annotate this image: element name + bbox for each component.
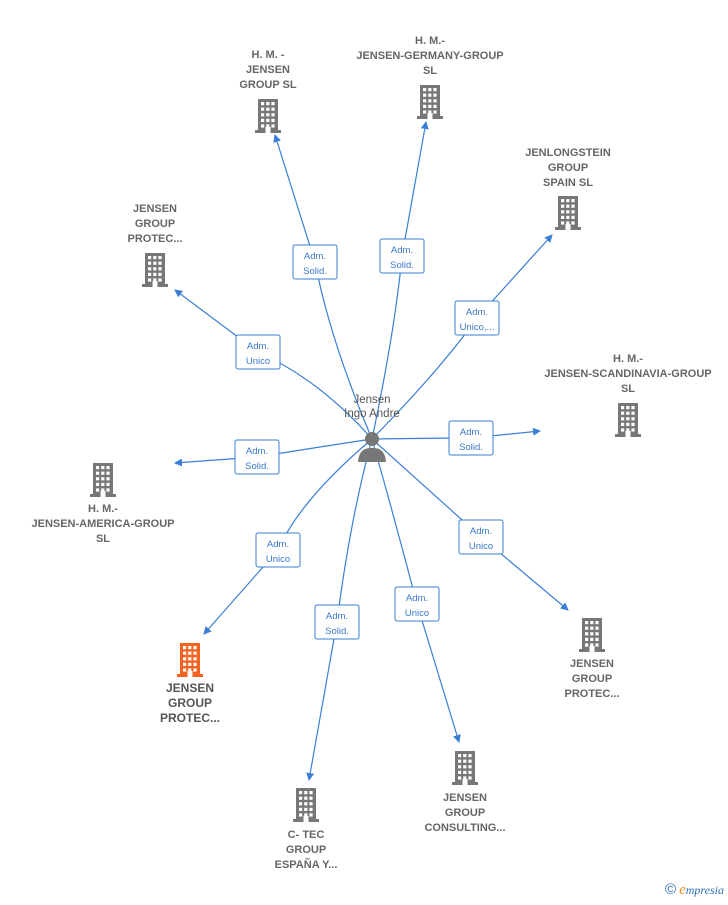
building-icon[interactable] <box>142 253 168 287</box>
company-name-line: JENSEN <box>443 792 487 804</box>
company-name-line: JENSEN <box>570 658 614 670</box>
company-name-line: SPAIN SL <box>543 177 593 189</box>
company-name-line: GROUP <box>286 844 326 856</box>
company-name-line: JENLONGSTEIN <box>525 147 611 159</box>
relation-role-text: Solid. <box>325 626 349 637</box>
copyright-icon: © <box>665 881 677 898</box>
relation-role-text: Unico <box>469 541 493 552</box>
company-name-line: SL <box>96 533 110 545</box>
relation-role-text: Unico,... <box>460 322 495 333</box>
company-node-hm-jensen-america[interactable]: H. M.- JENSEN-AMERICA-GROUP SL <box>31 463 175 545</box>
relation-role-text: Solid. <box>459 442 483 453</box>
company-name-line: JENSEN-SCANDINAVIA-GROUP <box>544 368 711 380</box>
company-node-jensen-group-protec-hl[interactable]: JENSENGROUPPROTEC... <box>160 643 220 725</box>
building-icon[interactable] <box>417 85 443 119</box>
person-icon <box>358 432 386 462</box>
company-name-line: GROUP <box>445 807 485 819</box>
relation-label-box[interactable]: Adm. Solid. <box>448 420 494 456</box>
relation-label-box[interactable]: Adm. Unico <box>255 532 301 568</box>
company-name-line: H. M. - <box>252 49 285 61</box>
company-name-line: JENSEN <box>166 681 214 695</box>
relation-role-text: Adm. <box>304 251 326 262</box>
relation-role-text: Unico <box>266 554 290 565</box>
company-node-jensen-group-protec-2[interactable]: JENSEN GROUP PROTEC... <box>564 618 620 700</box>
company-name-line: PROTEC... <box>160 711 220 725</box>
relation-role-text: Adm. <box>326 611 348 622</box>
building-icon[interactable] <box>555 196 581 230</box>
building-icon[interactable] <box>177 643 203 677</box>
building-icon[interactable] <box>255 99 281 133</box>
relation-role-text: Adm. <box>406 593 428 604</box>
company-name-line: H. M.- <box>613 353 643 365</box>
relation-label-box[interactable]: Adm. Unico <box>394 586 440 622</box>
relation-role-text: Solid. <box>390 260 414 271</box>
building-icon[interactable] <box>293 788 319 822</box>
building-icon[interactable] <box>579 618 605 652</box>
company-name-line: JENSEN-AMERICA-GROUP <box>31 518 174 530</box>
company-node-jensen-group-protec-1[interactable]: JENSEN GROUP PROTEC... <box>127 203 183 287</box>
relation-role-text: Adm. <box>466 307 488 318</box>
relation-role-text: Adm. <box>470 526 492 537</box>
relation-label-box[interactable]: Adm. Unico,... <box>454 300 500 336</box>
company-name-line: JENSEN <box>246 64 290 76</box>
relation-role-text: Adm. <box>246 446 268 457</box>
company-node-jensen-group-consulting[interactable]: JENSEN GROUP CONSULTING... <box>424 751 506 834</box>
person-name-line: Ingo Andre <box>344 408 400 420</box>
company-node-c-tec-group[interactable]: C- TEC GROUP ESPAÑA Y... <box>275 788 338 871</box>
building-icon[interactable] <box>90 463 116 497</box>
relation-role-text: Adm. <box>247 341 269 352</box>
company-name-line: GROUP <box>548 162 588 174</box>
company-name-line: SL <box>423 65 437 77</box>
company-node-hm-jensen-scandinavia[interactable]: H. M.- JENSEN-SCANDINAVIA-GROUP SL <box>544 353 712 437</box>
company-name-line: PROTEC... <box>564 688 619 700</box>
relation-edge <box>371 121 429 440</box>
relation-label-box[interactable]: Adm. Unico <box>235 334 281 370</box>
relation-role-text: Solid. <box>245 461 269 472</box>
company-node-hm-jensen-germany[interactable]: H. M.- JENSEN-GERMANY-GROUP SL <box>356 35 504 119</box>
relation-role-text: Adm. <box>460 427 482 438</box>
relation-label-box[interactable]: Adm. Unico <box>458 519 504 555</box>
company-name-line: CONSULTING... <box>424 822 505 834</box>
relation-role-text: Solid. <box>303 266 327 277</box>
relation-label-box[interactable]: Adm. Solid. <box>292 244 338 280</box>
relation-label-box[interactable]: Adm. Solid. <box>314 604 360 640</box>
company-name-line: H. M.- <box>88 503 118 515</box>
relation-role-text: Unico <box>246 356 270 367</box>
company-name-line: JENSEN <box>133 203 177 215</box>
company-name-line: C- TEC <box>288 829 325 841</box>
company-name-line: GROUP SL <box>239 79 297 91</box>
empresia-logo-text: mpresia <box>685 883 724 897</box>
company-name-line: ESPAÑA Y... <box>275 858 338 871</box>
company-name-line: GROUP <box>135 218 175 230</box>
empresia-footer: ©empresia <box>665 881 724 899</box>
company-node-hm-jensen-group[interactable]: H. M. - JENSEN GROUP SL <box>239 49 297 133</box>
relation-role-text: Adm. <box>391 245 413 256</box>
company-name-line: JENSEN-GERMANY-GROUP <box>356 50 503 62</box>
relation-role-text: Adm. <box>267 539 289 550</box>
relation-label-box[interactable]: Adm. Solid. <box>234 439 280 475</box>
building-icon[interactable] <box>452 751 478 785</box>
person-name-line: Jensen <box>353 394 390 406</box>
relation-role-text: Unico <box>405 608 429 619</box>
building-icon[interactable] <box>615 403 641 437</box>
company-name-line: PROTEC... <box>127 233 182 245</box>
company-name-line: SL <box>621 383 635 395</box>
company-node-jenlongstein[interactable]: JENLONGSTEIN GROUP SPAIN SL <box>525 147 611 230</box>
company-name-line: GROUP <box>572 673 612 685</box>
relation-label-box[interactable]: Adm. Solid. <box>379 238 425 274</box>
empresia-logo-initial: e <box>679 882 686 898</box>
company-name-line: GROUP <box>168 696 212 710</box>
company-name-line: H. M.- <box>415 35 445 47</box>
